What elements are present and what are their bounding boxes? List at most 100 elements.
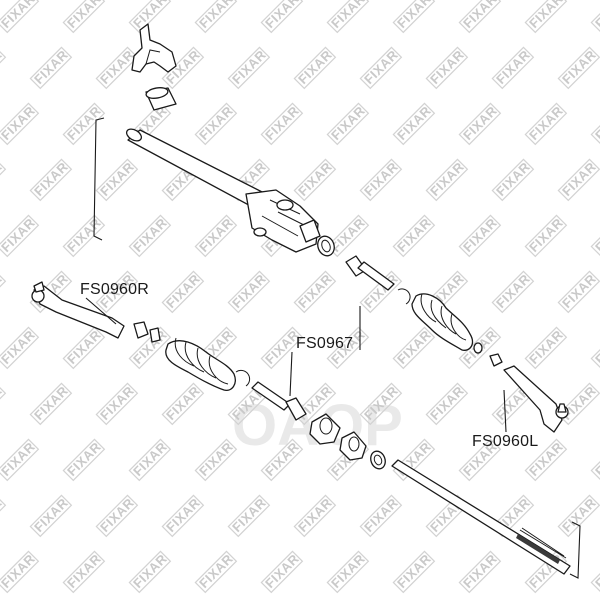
watermark-frame: [491, 270, 535, 314]
watermark-text: FIXAR: [196, 215, 236, 255]
watermark-text: FIXAR: [427, 47, 467, 87]
watermark-frame: [293, 270, 337, 314]
watermark-frame: [392, 438, 436, 482]
watermark-tile: FIXAR: [95, 494, 139, 538]
watermark-frame: [194, 102, 238, 146]
watermark-frame: [293, 158, 337, 202]
watermark-text: FIXAR: [427, 159, 467, 199]
watermark-text: FIXAR: [460, 103, 500, 143]
watermark-tile: FIXAR: [392, 550, 436, 594]
watermark-frame: [359, 270, 403, 314]
watermark-tile: FIXAR: [194, 214, 238, 258]
watermark-frame: [0, 550, 40, 594]
watermark-text: FIXAR: [295, 159, 335, 199]
watermark-frame: [425, 158, 469, 202]
watermark-tile: FIXAR: [0, 214, 40, 258]
watermark-text: FIXAR: [97, 383, 137, 423]
watermark-tile: FIXAR: [0, 382, 7, 426]
watermark-text: FIXAR: [526, 103, 566, 143]
watermark-tile: FIXAR: [458, 0, 502, 34]
watermark-tile: FIXAR: [0, 102, 40, 146]
watermark-tile: FIXAR: [359, 158, 403, 202]
watermark-text: FIXAR: [64, 103, 104, 143]
watermark-frame: [557, 46, 600, 90]
jam-nut-right: [133, 321, 149, 339]
watermark-frame: [62, 438, 106, 482]
watermark-frame: [590, 0, 600, 34]
watermark-frame: [524, 214, 568, 258]
watermark-text: FIXAR: [163, 495, 203, 535]
watermark-text: FIXAR: [493, 47, 533, 87]
watermark-text: FIXAR: [0, 215, 38, 255]
watermark-tile: FIXAR: [392, 326, 436, 370]
watermark-tile: FIXAR: [194, 102, 238, 146]
watermark-text: FIXAR: [0, 0, 38, 31]
rack-end-ring: [317, 235, 335, 257]
watermark-text: FIXAR: [262, 103, 302, 143]
watermark-tile: FIXAR: [194, 0, 238, 34]
watermark-text: FIXAR: [592, 0, 600, 31]
watermark-tile: FIXAR: [62, 0, 106, 34]
watermark-tile: FIXAR: [590, 0, 600, 34]
watermark-tile: FIXAR: [557, 270, 600, 314]
watermark-frame: [0, 494, 7, 538]
watermark-frame: [590, 438, 600, 482]
watermark-frame: [359, 382, 403, 426]
watermark-text: FIXAR: [394, 0, 434, 31]
watermark-text: FIXAR: [526, 0, 566, 31]
watermark-tile: FIXAR: [524, 0, 568, 34]
rack-housing: [93, 23, 335, 257]
watermark-frame: [293, 46, 337, 90]
watermark-frame: [260, 0, 304, 34]
watermark-tile: FIXAR: [557, 158, 600, 202]
watermark-tile: FIXAR: [128, 438, 172, 482]
watermark-frame: [326, 102, 370, 146]
watermark-text: FIXAR: [526, 215, 566, 255]
watermark-tile: FIXAR: [62, 326, 106, 370]
left-assembly: [31, 281, 386, 470]
watermark-frame: [29, 158, 73, 202]
watermark-frame: [425, 46, 469, 90]
right-assembly: [345, 255, 569, 433]
watermark-tile: FIXAR: [260, 0, 304, 34]
watermark-frame: [458, 550, 502, 594]
rack-ring-lower: [370, 450, 386, 470]
watermark-text: FIXAR: [196, 551, 236, 591]
watermark-text: FIXAR: [31, 159, 71, 199]
watermark-text: FIXAR: [559, 495, 599, 535]
watermark-frame: [29, 46, 73, 90]
watermark-tile: FIXAR: [392, 102, 436, 146]
watermark-frame: [0, 270, 7, 314]
watermark-tile: FIXAR: [524, 326, 568, 370]
watermark-tile: FIXAR: [161, 382, 205, 426]
watermark-frame: [392, 214, 436, 258]
watermark-frame: [590, 326, 600, 370]
watermark-tile: FIXAR: [194, 550, 238, 594]
watermark-frame: [0, 326, 40, 370]
watermark-tile: FIXAR: [359, 46, 403, 90]
watermark-text: FIXAR: [295, 47, 335, 87]
watermark-tile: FIXAR: [0, 158, 7, 202]
watermark-tile: FIXAR: [590, 326, 600, 370]
watermark-tile: FIXAR: [458, 102, 502, 146]
watermark-tile: FIXAR: [590, 438, 600, 482]
watermark-text: FIXAR: [64, 0, 104, 31]
watermark-text: FIXAR: [361, 47, 401, 87]
watermark-tile: FIXAR: [227, 270, 271, 314]
watermark-frame: [29, 382, 73, 426]
watermark-frame: [557, 382, 600, 426]
watermark-frame: [227, 270, 271, 314]
watermark-frame: [557, 494, 600, 538]
watermark-text: FIXAR: [295, 495, 335, 535]
watermark-text: FIXAR: [328, 551, 368, 591]
watermark-text: FIXAR: [31, 47, 71, 87]
watermark-tile: FIXAR: [392, 214, 436, 258]
watermark-frame: [194, 0, 238, 34]
watermark-text: FIXAR: [328, 0, 368, 31]
inner-tie-rod-shaft: [357, 261, 395, 291]
watermark-text: FIXAR: [64, 439, 104, 479]
watermark-text: FIXAR: [0, 103, 38, 143]
watermark-frame: [62, 550, 106, 594]
watermark-tile: FIXAR: [557, 494, 600, 538]
watermark-text: FIXAR: [460, 551, 500, 591]
